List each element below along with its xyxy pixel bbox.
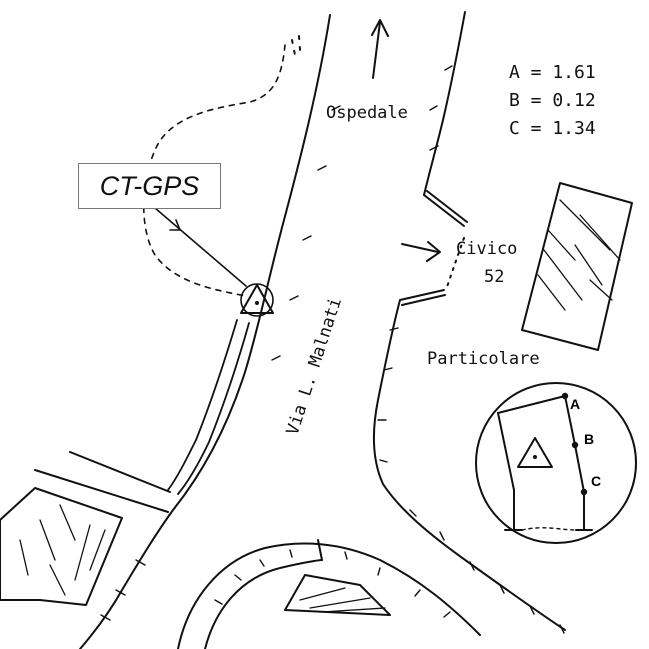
road-tick-marks (100, 65, 565, 634)
ctgps-pointer-line (154, 207, 247, 287)
road-right-edge-upper (423, 11, 466, 196)
hatched-building-left (0, 487, 123, 606)
gps-dashed-path (143, 44, 286, 297)
road-right-edge-lower (373, 299, 566, 631)
detail-triangle-icon (517, 437, 553, 468)
label-street: Via L. Malnati (283, 295, 346, 437)
legend-b: B = 0.12 (509, 90, 596, 111)
label-point-b: B (584, 431, 594, 447)
side-lane-left (167, 319, 238, 491)
bottom-curve-road-notch (317, 539, 323, 561)
detail-circle (475, 382, 637, 544)
legend-c: C = 1.34 (509, 118, 596, 139)
civico-gate-dots (445, 237, 465, 291)
civico-arrow-icon (401, 241, 441, 262)
civico-wall-bottom (399, 289, 446, 306)
cross-road-top (69, 451, 171, 493)
label-civico-number: 52 (484, 267, 504, 287)
ct-gps-label-box: CT-GPS (78, 163, 221, 209)
gps-dashed-path-top (291, 35, 301, 56)
label-point-a: A (570, 396, 580, 412)
ct-gps-label: CT-GPS (99, 170, 200, 201)
bottom-curve-road-outer (177, 542, 481, 649)
civico-wall-top (423, 190, 468, 227)
label-ospedale: Ospedale (326, 103, 408, 123)
label-particolare: Particolare (427, 349, 540, 369)
gps-triangle-icon (240, 283, 274, 317)
cross-road-bottom (34, 469, 169, 513)
pointer-arrowhead (169, 219, 181, 231)
hatched-building-bottom (284, 574, 391, 616)
legend-a: A = 1.61 (509, 62, 596, 83)
label-point-c: C (591, 473, 601, 489)
hatched-building-right (521, 182, 633, 351)
label-civico: Civico (456, 239, 517, 259)
side-lane-right (177, 322, 250, 495)
north-arrow-icon (371, 19, 389, 79)
bottom-curve-road-inner (204, 559, 323, 649)
road-left-edge (79, 14, 331, 649)
